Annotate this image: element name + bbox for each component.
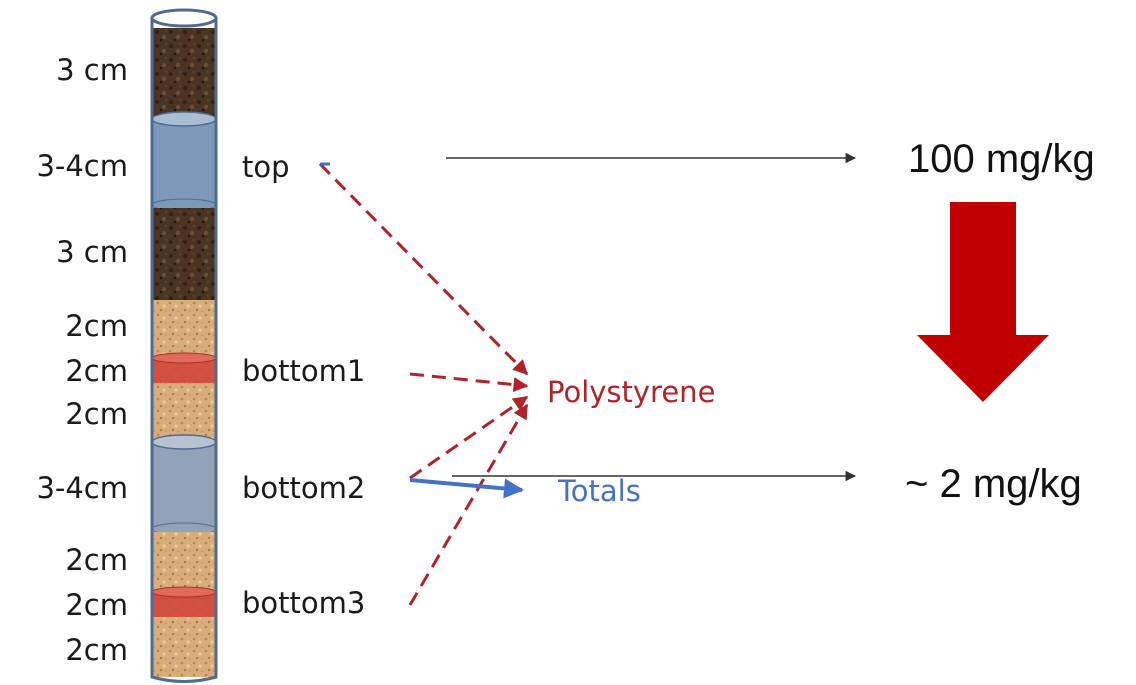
depth-label: 2cm	[65, 309, 128, 343]
arrow-top-to-polystyrene	[318, 162, 529, 376]
depth-label: 2cm	[65, 588, 128, 622]
arrow-bottom1-to-polystyrene	[409, 372, 529, 393]
band-bottom3-rim	[151, 586, 217, 598]
depth-label: 3-4cm	[36, 149, 128, 183]
concentration-top: 100 mg/kg	[908, 137, 1095, 181]
depth-label: 2cm	[65, 397, 128, 431]
depth-label: 2cm	[65, 633, 128, 667]
concentration-bottom: ~ 2 mg/kg	[905, 462, 1082, 506]
band-bottom1-rim	[151, 352, 217, 364]
water-top-rim	[151, 111, 217, 127]
tube-top-opening	[150, 8, 218, 28]
soil-column	[150, 8, 218, 683]
sample-label-top: top	[242, 150, 290, 184]
depth-label: 2cm	[65, 543, 128, 577]
water-bottom-rim	[151, 434, 217, 450]
depth-label: 3 cm	[56, 235, 128, 269]
sample-label-bottom3: bottom3	[242, 586, 365, 620]
arrow-bottom2-to-totals	[409, 478, 524, 499]
sample-label-bottom1: bottom1	[242, 354, 365, 388]
arrow-bottom2-to-polystyrene	[409, 395, 529, 480]
sample-label-bottom2: bottom2	[242, 471, 365, 505]
layer-dark-soil-middle	[152, 208, 216, 300]
depth-label: 3-4cm	[36, 471, 128, 505]
decrease-down-arrow	[917, 202, 1049, 402]
polystyrene-arrows	[318, 162, 529, 606]
depth-label: 2cm	[65, 354, 128, 388]
layer-water-bottom	[152, 442, 216, 530]
depth-label: 3 cm	[56, 53, 128, 87]
layer-water-top	[152, 118, 216, 206]
layer-dark-soil-top	[152, 28, 216, 120]
polystyrene-label: Polystyrene	[547, 375, 715, 409]
arrow-bottom3-to-polystyrene	[408, 403, 529, 606]
sample-labels: top bottom1 bottom2 bottom3	[242, 150, 365, 620]
totals-label: Totals	[557, 474, 641, 508]
depth-labels: 3 cm 3-4cm 3 cm 2cm 2cm 2cm 3-4cm 2cm 2c…	[36, 53, 128, 667]
tube-outline	[150, 18, 218, 683]
